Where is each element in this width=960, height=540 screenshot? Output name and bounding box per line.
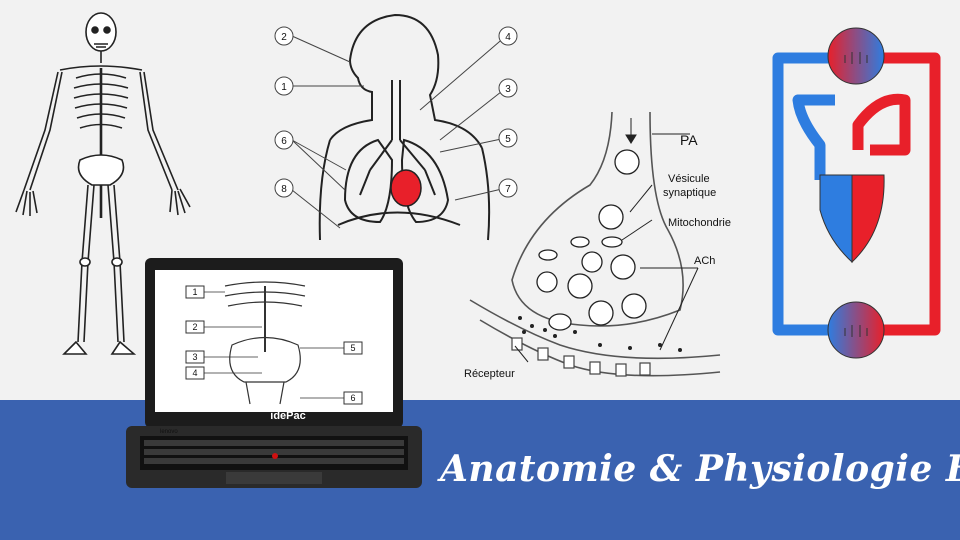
screen-callout-1: 1: [192, 287, 197, 297]
callout-8: 8: [281, 184, 287, 195]
pa-label: PA: [680, 132, 698, 148]
receptor-label: Récepteur: [464, 368, 515, 380]
callout-3: 3: [505, 84, 511, 95]
keyboard-logo: lenovo: [160, 429, 178, 435]
callout-6: 6: [281, 136, 287, 147]
screen-callout-5: 5: [350, 343, 355, 353]
callout-1: 1: [281, 82, 287, 93]
mitochondria-label: Mitochondrie: [668, 217, 731, 229]
screen-callout-6: 6: [350, 393, 355, 403]
screen-callout-3: 3: [192, 352, 197, 362]
screen-callout-4: 4: [192, 368, 197, 378]
callout-2: 2: [281, 32, 287, 43]
vesicle-label-line1: Vésicule: [668, 173, 710, 185]
screen-callout-2: 2: [192, 322, 197, 332]
callout-4: 4: [505, 32, 511, 43]
vesicle-label-line2: synaptique: [663, 187, 716, 199]
callout-5: 5: [505, 134, 511, 145]
laptop-brand-label: idePac: [270, 410, 306, 422]
slide-title: Anatomie & Physiologie BP: [440, 448, 960, 490]
callout-7: 7: [505, 184, 511, 195]
ach-label: ACh: [694, 255, 715, 267]
